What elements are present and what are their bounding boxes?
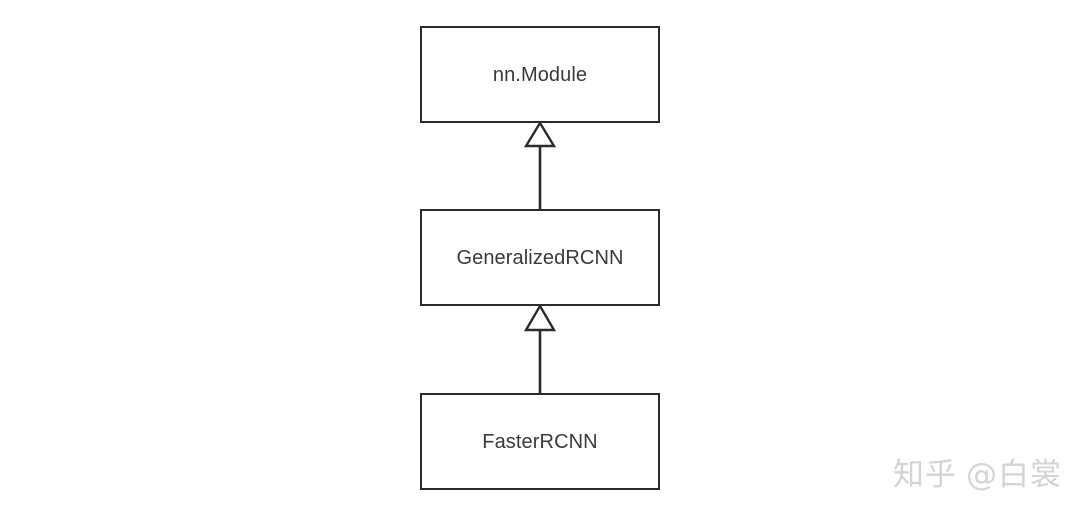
edge-generalizedrcnn-to-nnmodule bbox=[523, 120, 557, 209]
class-node-label: FasterRCNN bbox=[482, 430, 598, 453]
class-node-label: nn.Module bbox=[492, 63, 588, 86]
class-node-generalized-rcnn[interactable]: GeneralizedRCNN bbox=[420, 209, 660, 306]
class-node-nn-module[interactable]: nn.Module bbox=[420, 26, 660, 123]
edge-fasterrcnn-to-generalizedrcnn bbox=[523, 303, 557, 393]
watermark-handle: @白裳 bbox=[966, 457, 1062, 493]
inheritance-arrowhead-icon bbox=[523, 120, 557, 148]
inheritance-arrowhead-icon bbox=[523, 303, 557, 332]
class-node-label: GeneralizedRCNN bbox=[456, 246, 624, 269]
watermark-brand: 知乎 bbox=[893, 457, 957, 493]
class-node-faster-rcnn[interactable]: FasterRCNN bbox=[420, 393, 660, 490]
watermark: 知乎 @白裳 bbox=[893, 449, 1062, 494]
